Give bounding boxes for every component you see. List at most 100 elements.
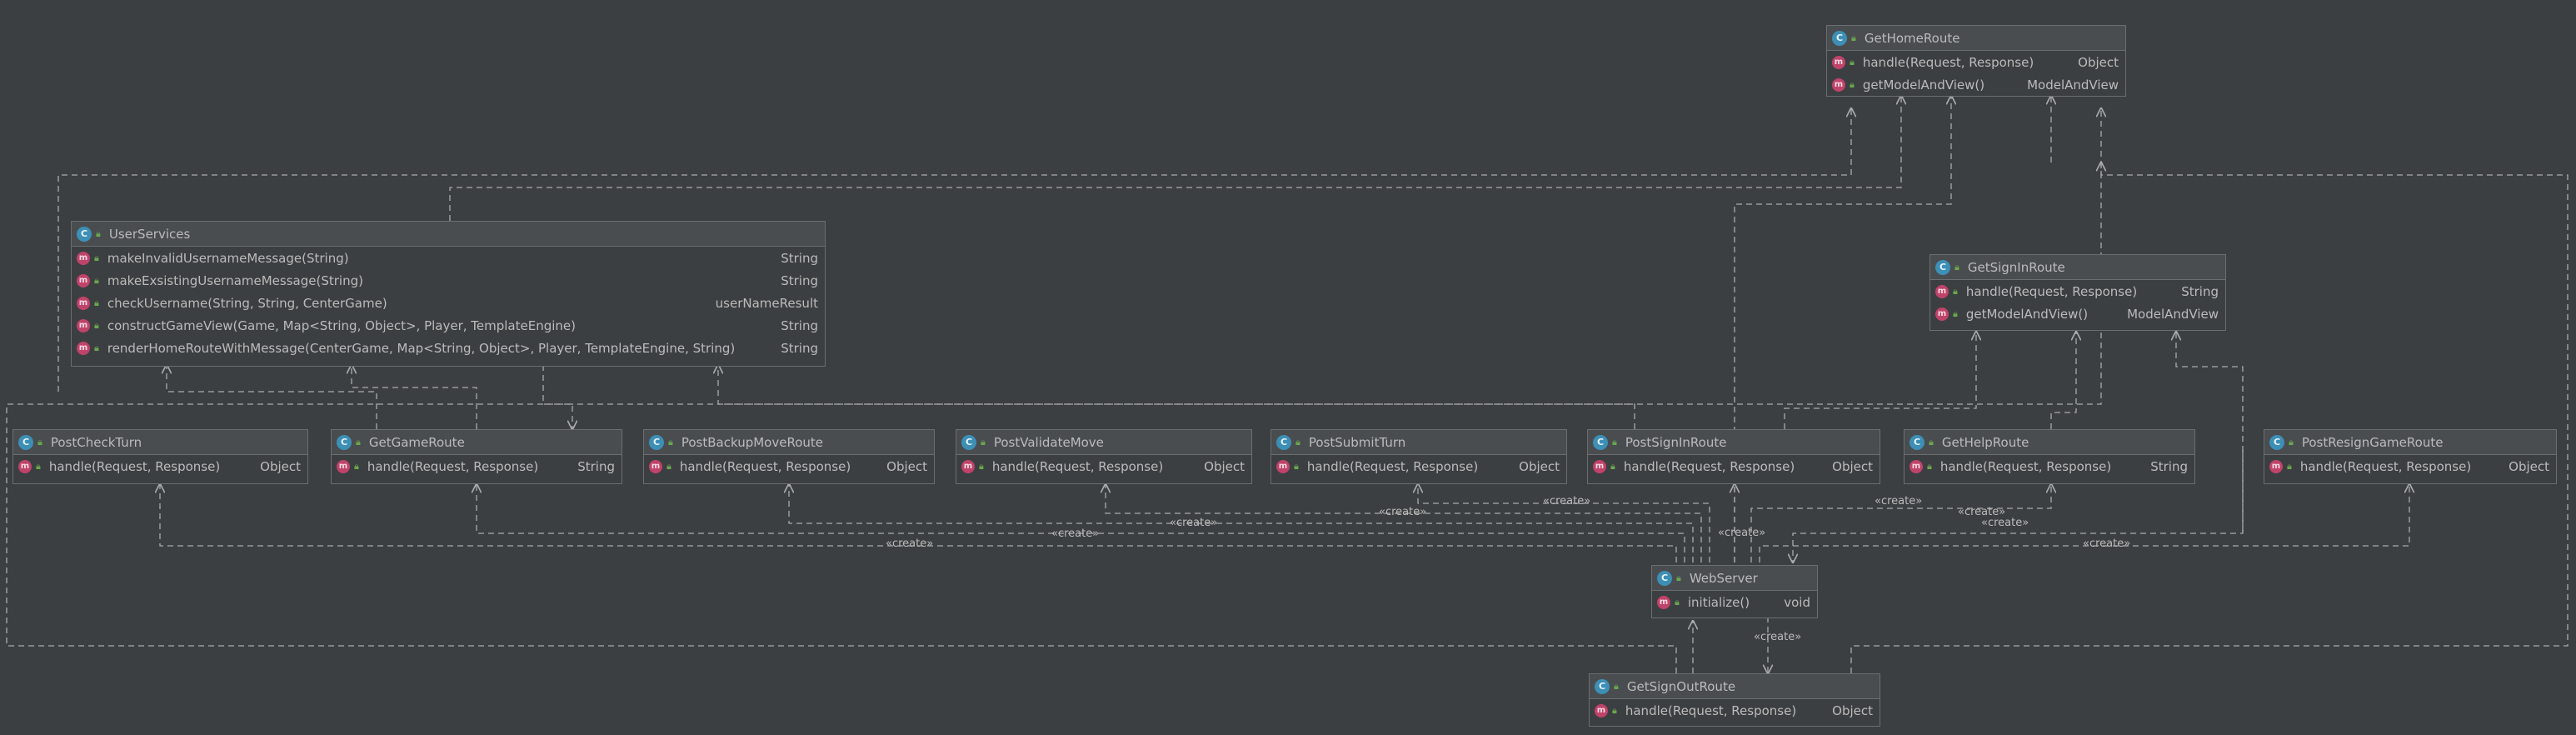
class-name: GetGameRoute [368, 434, 465, 450]
class-get-game-route[interactable]: C🔒︎GetGameRoute m🔒︎handle(Request, Respo… [331, 429, 622, 484]
class-name: GetHelpRoute [1941, 434, 2029, 450]
lock-icon: 🔒︎ [94, 274, 99, 286]
method-return-type: Object [1832, 702, 1873, 718]
lock-icon: 🔒︎ [1953, 285, 1958, 297]
method-icon: m [1593, 459, 1606, 473]
lock-icon: 🔒︎ [1612, 704, 1617, 716]
lock-icon: 🔒︎ [1851, 32, 1856, 43]
method-name: makeExsistingUsernameMessage(String) [107, 272, 363, 288]
class-name: UserServices [108, 226, 191, 242]
method-row[interactable]: m🔒︎handle(Request, Response)Object [1588, 455, 1880, 478]
method-name: handle(Request, Response) [48, 458, 221, 474]
method-row[interactable]: m🔒︎initialize()void [1652, 591, 1817, 613]
create-label: «create» [886, 538, 934, 550]
lock-icon: 🔒︎ [1612, 436, 1617, 448]
class-icon: C [77, 226, 92, 242]
class-header: C🔒︎PostValidateMove [956, 430, 1251, 455]
class-post-sign-in-route[interactable]: C🔒︎PostSignInRoute m🔒︎handle(Request, Re… [1587, 429, 1880, 484]
class-web-server[interactable]: C🔒︎WebServer m🔒︎initialize()void [1651, 565, 1818, 618]
method-row[interactable]: m 🔒︎ constructGameView(Game, Map<String, O… [72, 314, 825, 337]
lock-icon: 🔒︎ [1614, 680, 1619, 692]
method-name: handle(Request, Response) [679, 458, 851, 474]
lock-icon: 🔒︎ [1295, 436, 1300, 448]
create-label: «create» [1981, 517, 2029, 529]
method-row[interactable]: m🔒︎handle(Request, Response)Object [2264, 455, 2556, 478]
lock-icon: 🔒︎ [668, 436, 673, 448]
lock-icon: 🔒︎ [37, 436, 42, 448]
class-name: PostValidateMove [993, 434, 1104, 450]
method-return-type: String [781, 250, 818, 266]
class-get-help-route[interactable]: C🔒︎GetHelpRoute m🔒︎handle(Request, Respo… [1904, 429, 2195, 484]
class-header: C🔒︎GetGameRoute [332, 430, 622, 455]
method-icon: m [1276, 459, 1290, 473]
class-post-submit-turn[interactable]: C🔒︎PostSubmitTurn m🔒︎handle(Request, Res… [1271, 429, 1567, 484]
method-row[interactable]: m🔒︎getModelAndView()ModelAndView [1827, 73, 2125, 96]
class-icon: C [1910, 434, 1925, 450]
method-row[interactable]: m🔒︎handle(Request, Response)String [1930, 280, 2225, 302]
method-icon: m [1595, 703, 1608, 718]
lock-icon: 🔒︎ [1954, 261, 1959, 272]
class-icon: C [2269, 434, 2284, 450]
method-return-type: String [2150, 458, 2188, 474]
class-post-validate-move[interactable]: C🔒︎PostValidateMove m🔒︎handle(Request, R… [956, 429, 1252, 484]
create-label: «create» [1051, 528, 1100, 540]
class-name: PostBackupMoveRoute [681, 434, 823, 450]
class-header: C🔒︎GetSignInRoute [1930, 255, 2225, 280]
class-name: PostCheckTurn [50, 434, 142, 450]
method-row[interactable]: m🔒︎checkUsername(String, String, CenterG… [72, 292, 825, 314]
class-post-resign-game-route[interactable]: C🔒︎PostResignGameRoute m🔒︎handle(Request… [2264, 429, 2557, 484]
class-icon: C [649, 434, 664, 450]
method-row[interactable]: m🔒︎makeExsistingUsernameMessage(String)S… [72, 269, 825, 292]
class-post-check-turn[interactable]: C🔒︎PostCheckTurn m🔒︎handle(Request, Resp… [12, 429, 308, 484]
method-name: renderHomeRouteWithMessage(CenterGame, M… [107, 340, 736, 356]
class-icon: C [1657, 570, 1672, 586]
lock-icon: 🔒︎ [94, 319, 99, 331]
class-get-home-route[interactable]: C🔒︎GetHomeRoute m🔒︎handle(Request, Respo… [1826, 25, 2126, 97]
method-name: makeInvalidUsernameMessage(String) [107, 250, 349, 266]
method-name: getModelAndView() [1965, 306, 2089, 322]
method-name: constructGameView(Game, Map<String, Obje… [107, 318, 576, 333]
method-return-type: Object [1519, 458, 1560, 474]
method-icon: m [1910, 459, 1923, 473]
method-return-type: void [1784, 594, 1810, 610]
method-row[interactable]: m🔒︎makeInvalidUsernameMessage(String)Str… [72, 247, 825, 269]
method-row[interactable]: m🔒︎handle(Request, Response)Object [1827, 51, 2125, 73]
method-name: handle(Request, Response) [1623, 458, 1795, 474]
method-icon: m [2269, 459, 2283, 473]
method-row[interactable]: m🔒︎handle(Request, Response)String [1905, 455, 2194, 478]
method-row[interactable]: m🔒︎handle(Request, Response)String [332, 455, 622, 478]
method-name: handle(Request, Response) [1939, 458, 2112, 474]
lock-icon: 🔒︎ [1850, 56, 1855, 68]
class-name: PostResignGameRoute [2301, 434, 2444, 450]
method-row[interactable]: m🔒︎renderHomeRouteWithMessage(CenterGame… [72, 337, 825, 359]
method-icon: m [18, 459, 32, 473]
lock-icon: 🔒︎ [2287, 460, 2292, 472]
method-row[interactable]: m🔒︎handle(Request, Response)Object [956, 455, 1251, 478]
method-row[interactable]: m🔒︎handle(Request, Response)Object [1271, 455, 1566, 478]
class-get-sign-in-route[interactable]: C🔒︎GetSignInRoute m🔒︎handle(Request, Res… [1930, 254, 2226, 331]
lock-icon: 🔒︎ [979, 460, 984, 472]
class-name: WebServer [1689, 570, 1758, 586]
lock-icon: 🔒︎ [36, 460, 41, 472]
method-name: handle(Request, Response) [367, 458, 539, 474]
method-row[interactable]: m🔒︎handle(Request, Response)Object [644, 455, 934, 478]
class-user-services[interactable]: C🔒︎UserServices m🔒︎makeInvalidUsernameMe… [71, 221, 826, 367]
class-header: C🔒︎PostCheckTurn [13, 430, 307, 455]
method-icon: m [337, 459, 350, 473]
method-return-type: ModelAndView [2027, 77, 2119, 92]
method-row[interactable]: m🔒︎handle(Request, Response)Object [1590, 699, 1880, 722]
method-icon: m [77, 318, 90, 332]
method-return-type: Object [1832, 458, 1873, 474]
method-row[interactable]: m🔒︎handle(Request, Response)Object [13, 455, 307, 478]
class-post-backup-move-route[interactable]: C 🔒︎ PostBackupMoveRoute m🔒︎handle(Request… [643, 429, 935, 484]
class-icon: C [337, 434, 352, 450]
lock-icon: 🔒︎ [2289, 436, 2294, 448]
class-icon: C [961, 434, 976, 450]
class-get-sign-out-route[interactable]: C🔒︎GetSignOutRoute m🔒︎handle(Request, Re… [1589, 673, 1880, 727]
method-icon: m [1832, 78, 1845, 92]
method-row[interactable]: m🔒︎getModelAndView()ModelAndView [1930, 302, 2225, 325]
method-name: handle(Request, Response) [2299, 458, 2472, 474]
method-return-type: String [781, 318, 818, 333]
lock-icon: 🔒︎ [1953, 308, 1958, 319]
method-icon: m [1935, 284, 1949, 298]
